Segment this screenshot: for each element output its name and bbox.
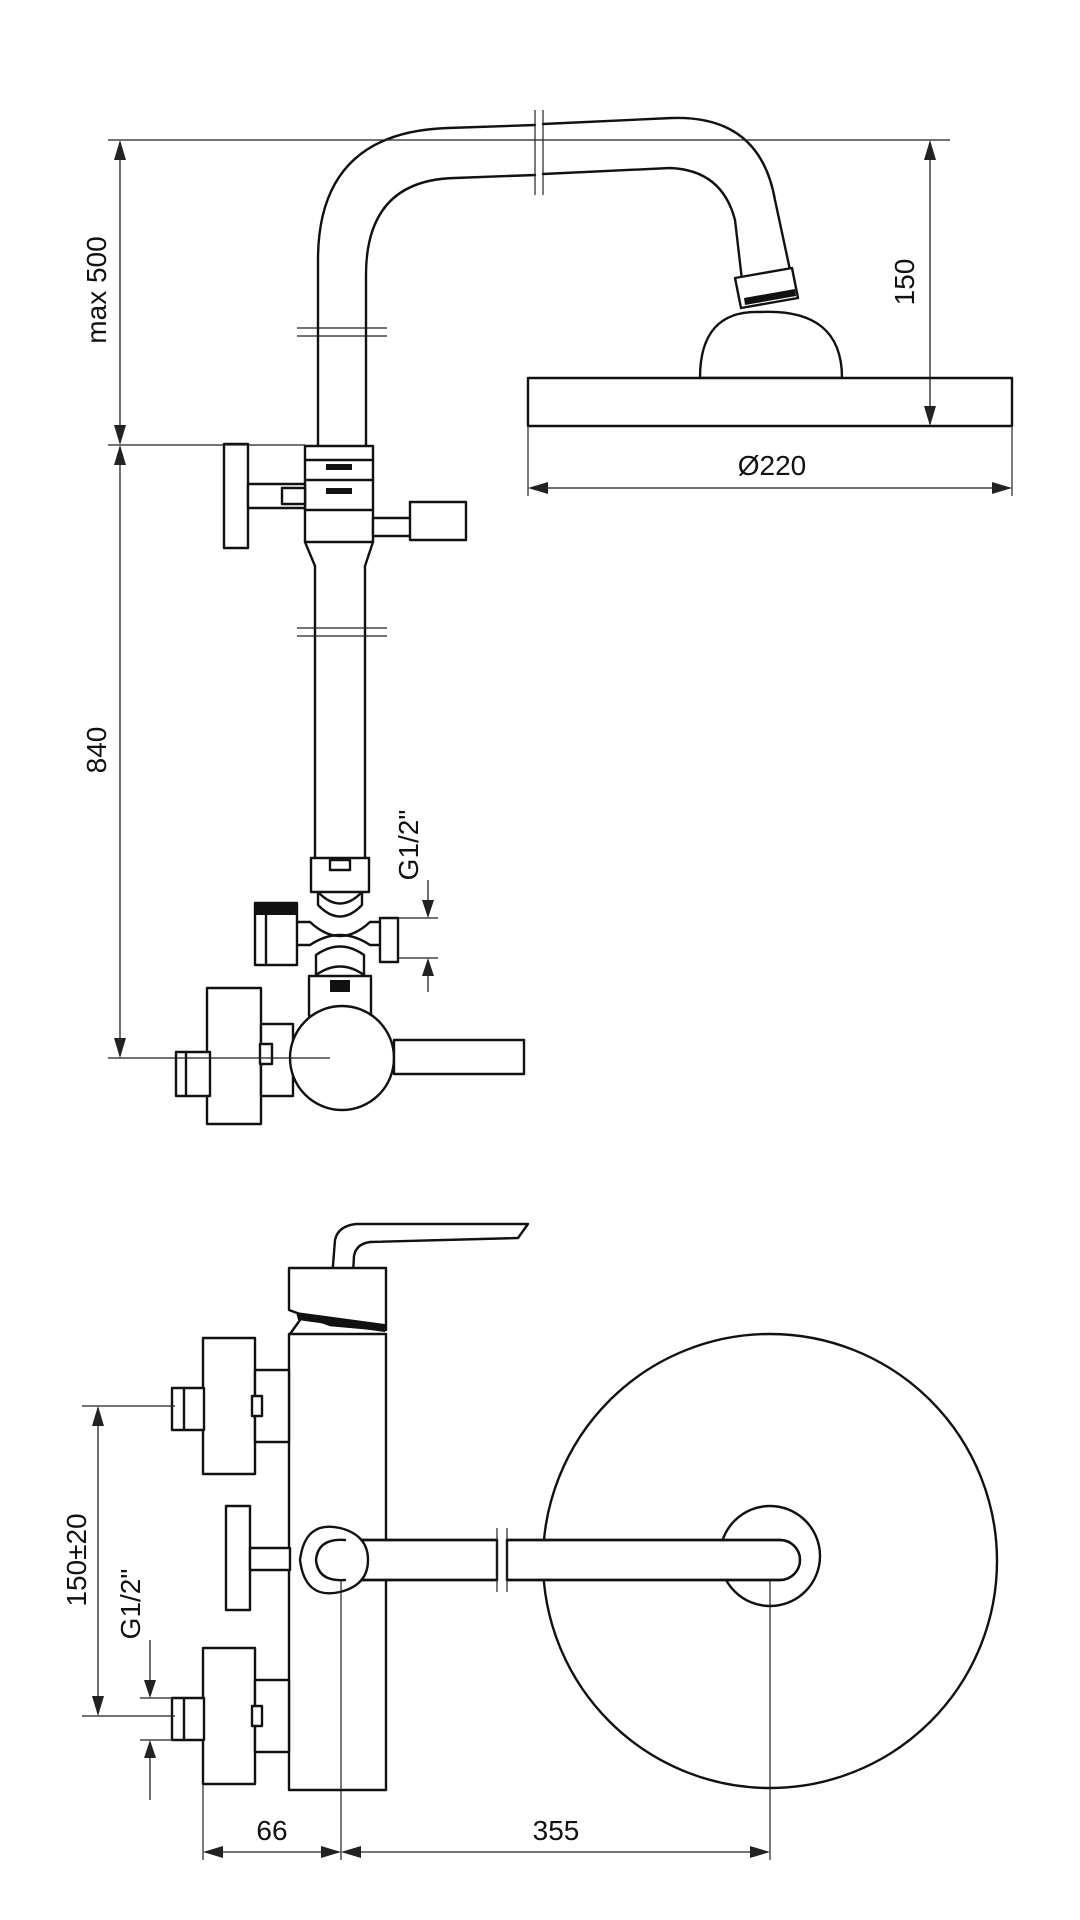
column-pipe: [297, 564, 387, 860]
plan-view: [170, 1222, 999, 1792]
label-thread-bottom: G1/2": [115, 1569, 146, 1640]
riser-pipe: [297, 123, 537, 450]
mixer-lever: [330, 1222, 530, 1292]
shower-arm: [541, 116, 792, 282]
diverter-knob-right: [371, 500, 468, 542]
cartridge-cap: [287, 1266, 388, 1336]
label-840: 840: [81, 727, 112, 774]
arm-break-mark: [534, 110, 544, 195]
label-thread-top: G1/2": [393, 810, 424, 881]
rain-head-plate: [526, 376, 1014, 428]
swivel-joint: [733, 266, 800, 310]
label-max-500: max 500: [81, 236, 112, 343]
diverter-handle-plan: [224, 1504, 292, 1612]
front-view: [174, 110, 1014, 1126]
label-head-150: 150: [889, 259, 920, 306]
label-355: 355: [533, 1815, 580, 1846]
dimension-lines: [82, 139, 1013, 1860]
dimension-labels: max 500 150 Ø220 840 G1/2" 150±20 G1/2" …: [61, 236, 920, 1846]
head-dome: [698, 310, 844, 380]
upper-side-knob: [170, 1336, 291, 1476]
lower-side-knob: [170, 1646, 291, 1786]
arm-joint: [298, 1525, 370, 1595]
mixer-body-front: [174, 986, 526, 1126]
diverter-body: [303, 444, 375, 568]
label-diameter-220: Ø220: [738, 450, 807, 481]
label-150-20: 150±20: [61, 1513, 92, 1606]
connector-nut: [309, 856, 371, 918]
diverter-handle-left: [222, 442, 307, 550]
label-66: 66: [256, 1815, 287, 1846]
eccentric-connector: [253, 901, 400, 977]
